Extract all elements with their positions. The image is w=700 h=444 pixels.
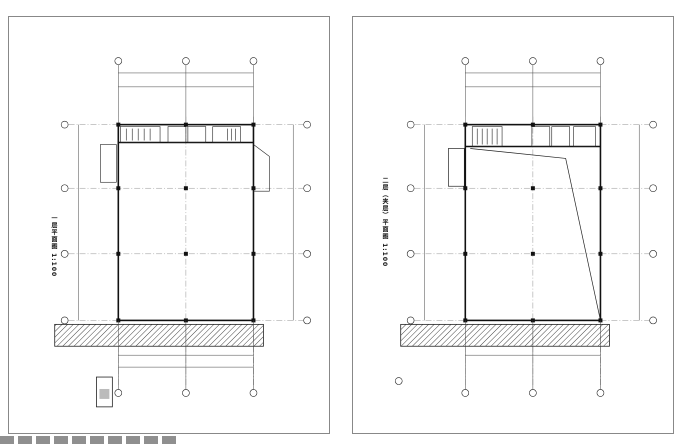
side-grid-bubbles xyxy=(60,120,311,325)
drawing-title: 二层（夹层）平面图 1:100 xyxy=(381,177,388,268)
site-hatch-strip xyxy=(400,323,610,347)
floor-plan-2-drawing xyxy=(394,57,657,397)
drawing-title: 一层平面图 1:100 xyxy=(50,215,57,278)
mezzanine-outline xyxy=(448,148,601,321)
bottom-dimensions xyxy=(118,320,254,390)
legend-box xyxy=(96,376,113,408)
side-grid-bubbles xyxy=(406,120,657,325)
top-grid-bubbles xyxy=(114,57,258,65)
top-grid-bubbles xyxy=(461,57,605,65)
bottom-dimensions xyxy=(465,320,601,390)
service-rooms xyxy=(120,126,241,143)
bottom-grid-bubbles xyxy=(394,377,605,397)
side-dimensions xyxy=(424,124,640,321)
legend-swatch xyxy=(99,388,110,399)
side-dimensions xyxy=(78,124,294,321)
entrance-annex xyxy=(100,144,270,192)
top-dimensions xyxy=(465,65,601,127)
top-dimensions xyxy=(118,65,254,127)
right-drawing-sheet: 二层（夹层）平面图 1:100 xyxy=(352,16,674,434)
bottom-grid-bubbles xyxy=(114,389,258,397)
floor-plan-1-drawing xyxy=(54,57,311,408)
service-rooms xyxy=(471,126,596,147)
bottom-strip xyxy=(0,436,180,444)
left-drawing-sheet: 一层平面图 1:100 xyxy=(8,16,330,434)
site-hatch-strip xyxy=(54,323,264,347)
